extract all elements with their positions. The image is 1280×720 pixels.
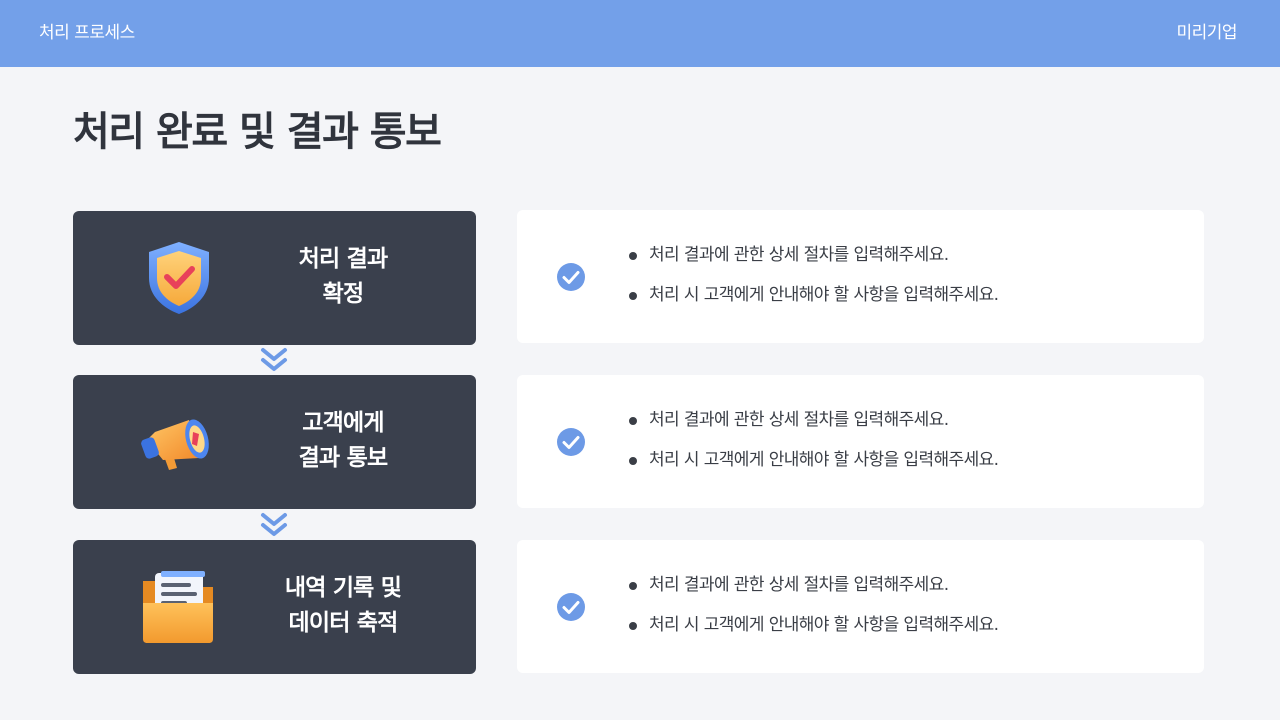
list-item: 처리 시 고객에게 안내해야 할 사항을 입력해주세요. <box>627 283 999 307</box>
check-circle-icon <box>557 593 585 621</box>
section-label: 처리 프로세스 <box>39 23 135 43</box>
step-card-record-data: 내역 기록 및 데이터 축적 <box>73 540 476 674</box>
header-bar: 처리 프로세스 미리기업 <box>0 0 1280 67</box>
check-circle-icon <box>557 428 585 456</box>
detail-card: 처리 결과에 관한 상세 절차를 입력해주세요. 처리 시 고객에게 안내해야 … <box>517 540 1204 673</box>
double-chevron-down-icon <box>261 513 287 536</box>
page-title: 처리 완료 및 결과 통보 <box>73 109 442 155</box>
check-circle-icon <box>557 263 585 291</box>
company-name: 미리기업 <box>1176 23 1237 43</box>
list-item: 처리 시 고객에게 안내해야 할 사항을 입력해주세요. <box>627 613 999 637</box>
step-card-result-confirm: 처리 결과 확정 <box>73 211 476 345</box>
list-item: 처리 결과에 관한 상세 절차를 입력해주세요. <box>627 573 998 597</box>
step-title: 고객에게 결과 통보 <box>298 410 388 471</box>
step-title: 처리 결과 확정 <box>298 246 388 307</box>
step-title: 내역 기록 및 데이터 축적 <box>284 575 402 636</box>
bullet-list: 처리 결과에 관한 상세 절차를 입력해주세요. 처리 시 고객에게 안내해야 … <box>627 408 999 488</box>
megaphone-icon <box>141 419 209 470</box>
list-item: 처리 결과에 관한 상세 절차를 입력해주세요. <box>627 243 998 267</box>
step-card-notify-customer: 고객에게 결과 통보 <box>73 375 476 509</box>
bullet-list: 처리 결과에 관한 상세 절차를 입력해주세요. 처리 시 고객에게 안내해야 … <box>627 573 999 653</box>
detail-card: 처리 결과에 관한 상세 절차를 입력해주세요. 처리 시 고객에게 안내해야 … <box>517 210 1204 343</box>
detail-card: 처리 결과에 관한 상세 절차를 입력해주세요. 처리 시 고객에게 안내해야 … <box>517 375 1204 508</box>
list-item: 처리 결과에 관한 상세 절차를 입력해주세요. <box>627 408 998 432</box>
folder-document-icon <box>143 571 213 643</box>
shield-check-icon <box>149 242 209 314</box>
list-item: 처리 시 고객에게 안내해야 할 사항을 입력해주세요. <box>627 448 999 472</box>
bullet-list: 처리 결과에 관한 상세 절차를 입력해주세요. 처리 시 고객에게 안내해야 … <box>627 243 999 323</box>
double-chevron-down-icon <box>261 348 287 371</box>
